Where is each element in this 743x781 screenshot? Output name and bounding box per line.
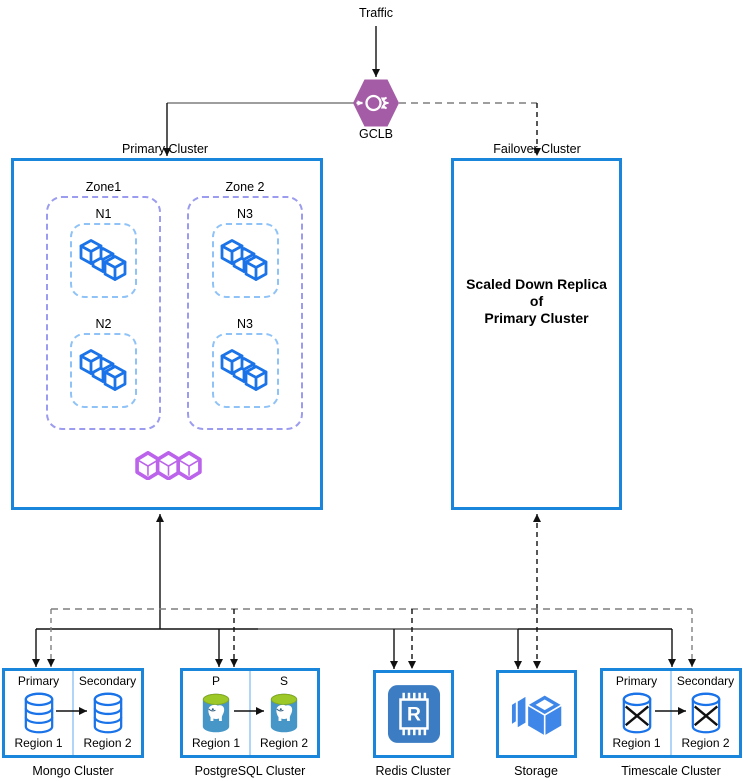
postgresql-icon [202, 692, 230, 733]
role-label: Primary [615, 674, 658, 688]
role-label: P [211, 674, 220, 688]
workloads-icon [135, 451, 202, 485]
redis-cluster-box: R [373, 670, 454, 758]
role-label: Secondary [78, 674, 137, 688]
role-label: Secondary [676, 674, 735, 688]
timescale-icon [691, 691, 720, 734]
storage-box [496, 670, 577, 758]
postgresql-icon [270, 692, 298, 733]
region-label: Region 2 [83, 736, 132, 750]
node-box [211, 333, 279, 408]
timescale-icon [622, 691, 651, 734]
region-label: Region 2 [259, 736, 309, 750]
mongo-cluster-label: Mongo Cluster [32, 764, 114, 778]
region-divider [249, 671, 251, 755]
primary-cluster-label: Primary Cluster [121, 142, 209, 156]
node-box [70, 333, 137, 408]
node-label: N1 [95, 207, 112, 221]
role-label: S [279, 674, 288, 688]
redis-cluster-label: Redis Cluster [375, 764, 451, 778]
mongo-secondary-cell: Secondary Region 2 [74, 671, 141, 755]
mongodb-icon [93, 692, 122, 733]
storage-icon [509, 693, 563, 737]
traffic-label: Traffic [358, 6, 394, 20]
zone-2-rect: N3 N3 [187, 196, 303, 430]
zone-1-label: Zone1 [85, 180, 122, 194]
node-label: N2 [95, 317, 112, 331]
region-divider [670, 671, 672, 755]
zone-1-rect: N1 N2 [46, 196, 161, 430]
redis-icon: R [387, 685, 440, 743]
postgres-primary-cell: P Region 1 [183, 671, 249, 755]
region-label: Region 1 [191, 736, 241, 750]
region-label: Region 1 [14, 736, 63, 750]
zone-2-label: Zone 2 [225, 180, 265, 194]
node-label: N3 [237, 317, 253, 331]
redis-letter: R [407, 705, 421, 726]
timescale-cluster-box: Primary Region 1 Secondary Region 2 [600, 668, 742, 758]
gclb-icon [353, 79, 399, 127]
postgres-secondary-cell: S Region 2 [251, 671, 317, 755]
node-box [70, 223, 137, 298]
storage-label: Storage [514, 764, 558, 778]
region-label: Region 1 [612, 736, 661, 750]
postgresql-cluster-label: PostgreSQL Cluster [194, 764, 306, 778]
gke-nodes-icon [79, 238, 126, 281]
gke-nodes-icon [220, 348, 268, 391]
mongo-cluster-box: Primary Region 1 Secondary Region 2 [2, 668, 144, 758]
node-box [211, 223, 279, 298]
mongo-primary-cell: Primary Region 1 [5, 671, 72, 755]
role-label: Primary [17, 674, 60, 688]
failover-text: Scaled Down Replica of Primary Cluster [466, 276, 607, 326]
region-label: Region 2 [681, 736, 730, 750]
timescale-cluster-label: Timescale Cluster [621, 764, 721, 778]
failover-cluster-label: Failover Cluster [493, 142, 581, 156]
timescale-secondary-cell: Secondary Region 2 [672, 671, 739, 755]
timescale-primary-cell: Primary Region 1 [603, 671, 670, 755]
region-divider [72, 671, 74, 755]
zone-1: Zone1 N1 N2 [46, 180, 161, 430]
node-label: N3 [237, 207, 253, 221]
gke-nodes-icon [79, 348, 126, 391]
gke-nodes-icon [220, 238, 268, 281]
postgresql-cluster-box: P Region 1 S Region 2 [180, 668, 320, 758]
failover-cluster-box: Scaled Down Replica of Primary Cluster [451, 158, 622, 510]
zone-2: Zone 2 N3 N3 [187, 180, 303, 430]
mongodb-icon [24, 692, 53, 733]
gclb-label: GCLB [358, 127, 394, 141]
primary-cluster-box: Zone1 N1 N2 [11, 158, 323, 510]
